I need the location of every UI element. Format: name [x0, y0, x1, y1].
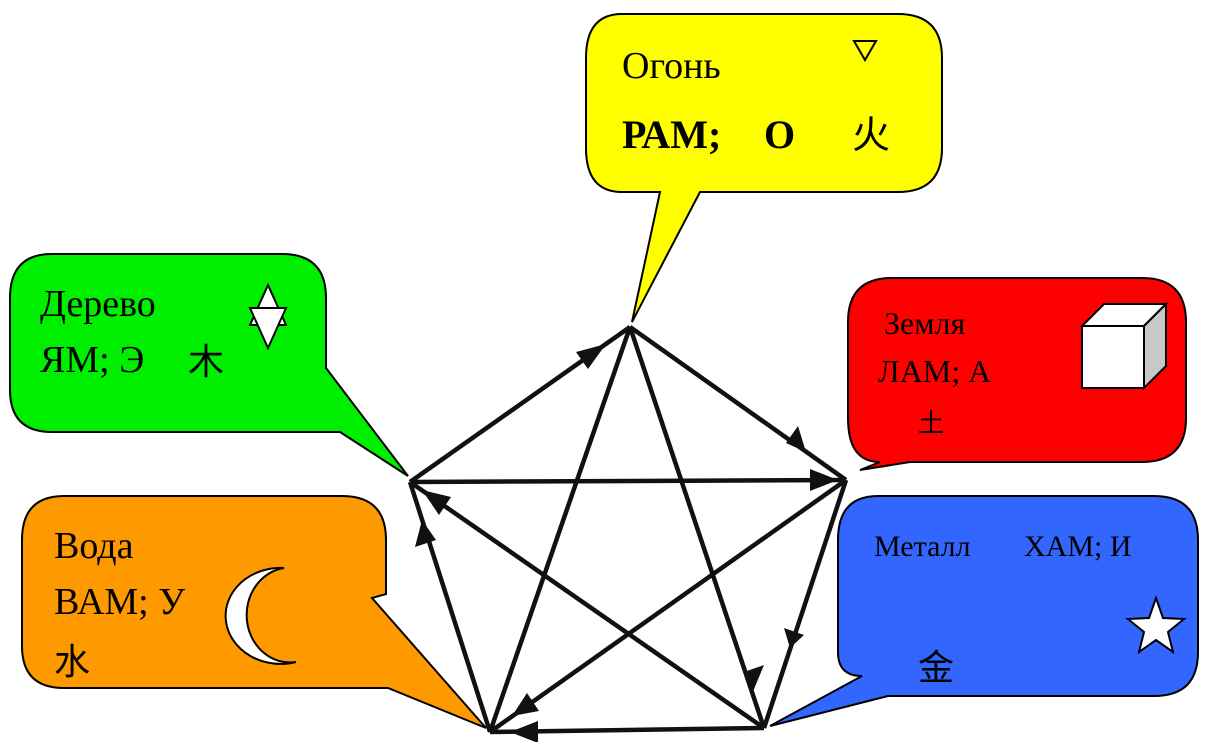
arrowhead-metal-wood [422, 490, 451, 515]
fire-bubble [585, 13, 943, 323]
water-mantra: ВАМ; У [54, 581, 185, 623]
fire-name: Огонь [622, 45, 721, 87]
arrowhead-fire-metal [744, 665, 764, 694]
cube-icon [1079, 301, 1169, 391]
wood-character: 木 [188, 342, 224, 383]
arrowhead-water-wood [415, 520, 436, 547]
metal-callout: Металл ХАМ; И 金 [769, 495, 1199, 727]
arrowhead-earth-water [512, 693, 539, 716]
star-edges [408, 326, 848, 734]
edge-water-fire [487, 326, 633, 733]
edge-earth-metal [761, 479, 849, 729]
earth-mantra: ЛАМ; А [878, 353, 991, 389]
edge-fire-earth [628, 325, 848, 482]
metal-mantra: ХАМ; И [1024, 530, 1132, 563]
metal-character: 金 [918, 648, 954, 689]
fire-character: 火 [852, 113, 890, 157]
metal-bubble [769, 495, 1199, 727]
wood-bubble [9, 253, 409, 477]
triangle-down-icon [852, 40, 878, 62]
earth-callout: Земля ЛАМ; А 土 [847, 277, 1187, 471]
wood-name: Дерево [40, 283, 156, 325]
wood-callout: Дерево ЯМ; Э 木 [9, 253, 409, 477]
edge-metal-wood [408, 480, 766, 730]
fire-mantra: РАМ; [622, 112, 721, 157]
arrowheads [415, 344, 838, 742]
arrowhead-earth-metal [784, 628, 804, 648]
water-character: 水 [54, 642, 90, 683]
fire-letter: О [764, 112, 795, 157]
water-bubble [21, 495, 487, 729]
fire-callout: Огонь РАМ; О 火 [585, 13, 943, 323]
earth-name: Земля [884, 305, 965, 341]
water-callout: Вода ВАМ; У 水 [21, 495, 487, 729]
star-icon [1125, 594, 1187, 655]
arrowhead-fire-earth [786, 426, 806, 452]
hexagram-icon [248, 282, 288, 351]
arrowhead-wood-fire [576, 344, 606, 369]
earth-character: 土 [918, 409, 944, 439]
edge-fire-metal [627, 326, 767, 729]
arrowhead-metal-water [510, 721, 538, 742]
water-name: Вода [54, 525, 134, 567]
wood-mantra: ЯМ; Э [40, 339, 144, 381]
edge-wood-earth [409, 477, 847, 485]
edge-earth-water [488, 478, 848, 734]
arrowhead-wood-earth [810, 469, 838, 491]
metal-name: Металл [874, 530, 971, 563]
crescent-moon-icon [224, 566, 297, 665]
